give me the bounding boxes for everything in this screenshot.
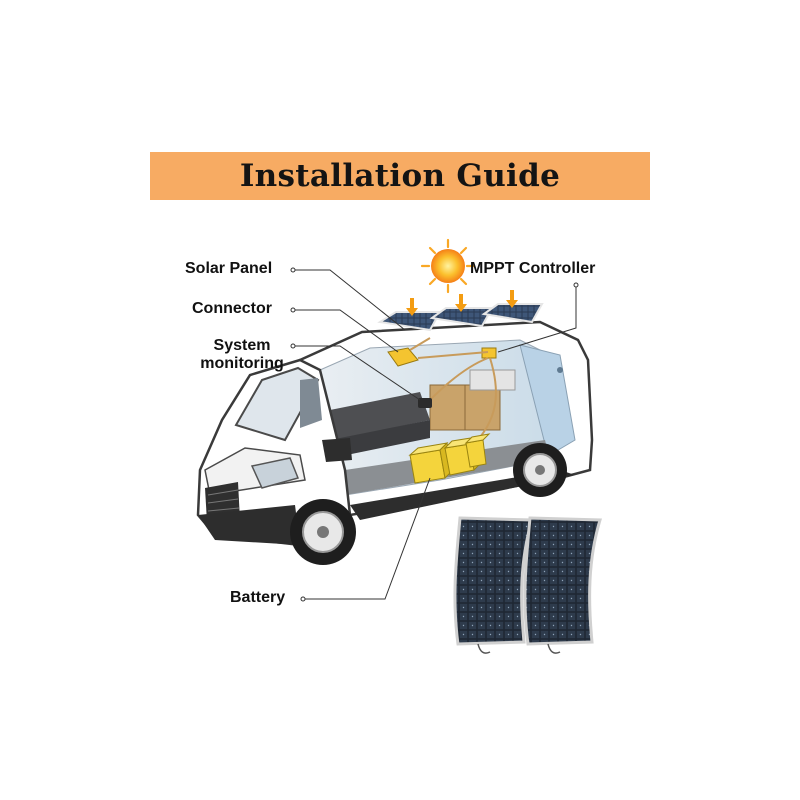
label-system-monitoring-line2: monitoring [200,355,284,372]
label-system-monitoring: System monitoring [192,337,292,373]
title-banner: Installation Guide [150,152,650,200]
label-mppt-controller: MPPT Controller [470,260,596,277]
leader-lines [290,267,579,602]
batteries [408,433,491,484]
flexible-solar-panels [453,516,602,654]
monitor-display [418,398,432,408]
label-solar-panel: Solar Panel [185,260,273,277]
label-connector: Connector [192,300,272,317]
label-battery: Battery [230,589,286,606]
roof-solar-panels [377,290,544,332]
sun-icon [420,238,476,294]
page-title: Installation Guide [239,158,561,194]
connector-box [387,347,419,367]
label-system-monitoring-line1: System [213,337,271,354]
van-illustration [196,320,594,565]
